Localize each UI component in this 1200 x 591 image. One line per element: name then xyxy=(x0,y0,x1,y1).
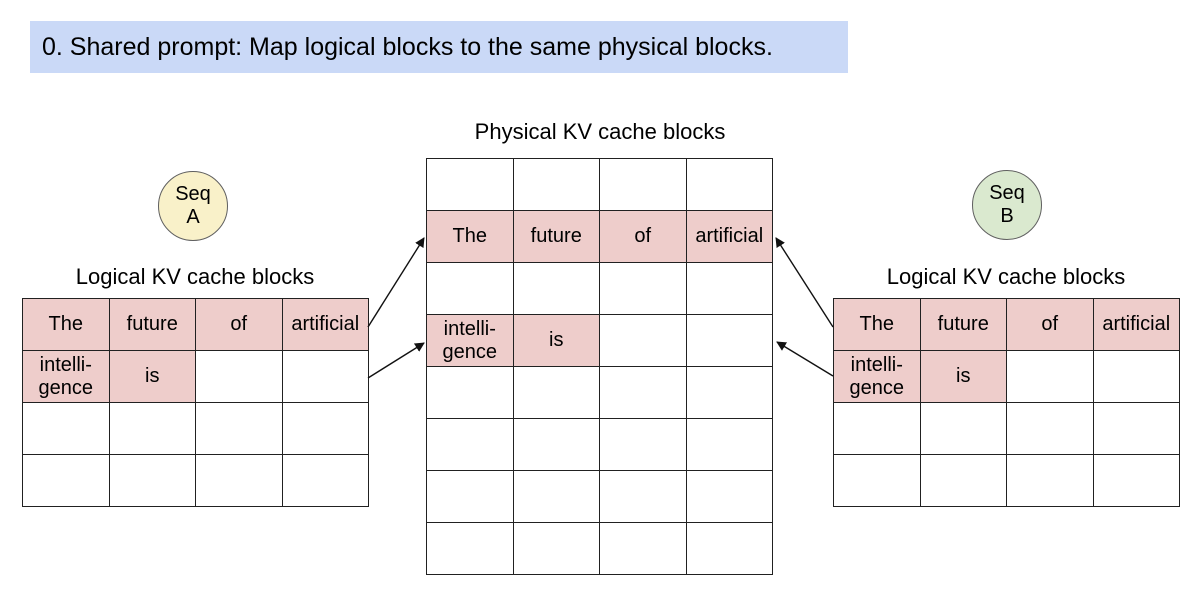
title-banner: 0. Shared prompt: Map logical blocks to … xyxy=(30,21,848,73)
kv-cell-empty xyxy=(512,262,600,315)
kv-block-row xyxy=(426,366,773,419)
kv-cell-empty xyxy=(22,454,110,507)
kv-cell-filled: future xyxy=(108,298,196,351)
kv-cell-filled: intelli- gence xyxy=(426,314,514,367)
kv-block-row xyxy=(426,522,773,575)
kv-cell-empty xyxy=(685,418,773,471)
seq-a-badge: Seq A xyxy=(158,171,228,241)
kv-cell-empty xyxy=(426,418,514,471)
kv-cell-filled: is xyxy=(919,350,1007,403)
kv-cell-filled: of xyxy=(599,210,687,263)
kv-cell-filled: future xyxy=(512,210,600,263)
kv-cell-empty xyxy=(1092,350,1180,403)
kv-cell-empty xyxy=(426,522,514,575)
kv-cell-filled: artificial xyxy=(281,298,369,351)
kv-cell-empty xyxy=(685,522,773,575)
seq-b-badge-label: Seq B xyxy=(989,182,1025,227)
kv-cell-empty xyxy=(195,350,283,403)
kv-cell-filled: The xyxy=(22,298,110,351)
kv-cell-empty xyxy=(599,522,687,575)
kv-cell-empty xyxy=(426,366,514,419)
kv-block-row xyxy=(22,454,369,507)
kv-cell-empty xyxy=(426,262,514,315)
kv-cell-filled: artificial xyxy=(1092,298,1180,351)
kv-cell-empty xyxy=(1092,402,1180,455)
kv-cell-empty xyxy=(108,454,196,507)
arrow-seq-b-block0-to-physical xyxy=(775,237,834,328)
kv-cell-filled: of xyxy=(195,298,283,351)
kv-cell-empty xyxy=(512,366,600,419)
kv-block-row xyxy=(426,418,773,471)
kv-cell-empty xyxy=(599,366,687,419)
kv-cell-empty xyxy=(195,454,283,507)
title-banner-text: 0. Shared prompt: Map logical blocks to … xyxy=(42,32,773,61)
kv-cell-empty xyxy=(426,470,514,523)
kv-cell-empty xyxy=(685,158,773,211)
kv-cell-empty xyxy=(685,262,773,315)
kv-cell-empty xyxy=(685,314,773,367)
kv-cell-filled: of xyxy=(1006,298,1094,351)
kv-cell-empty xyxy=(685,470,773,523)
seq-b-badge: Seq B xyxy=(972,170,1042,240)
kv-block-row xyxy=(833,402,1180,455)
kv-cell-empty xyxy=(195,402,283,455)
kv-cell-filled: artificial xyxy=(685,210,773,263)
arrow-seq-a-block1-to-physical xyxy=(367,342,425,379)
seq-a-badge-label: Seq A xyxy=(175,183,211,228)
kv-cell-filled: intelli- gence xyxy=(22,350,110,403)
kv-cell-empty xyxy=(599,470,687,523)
arrow-seq-b-block1-to-physical xyxy=(776,341,834,377)
kv-block-row xyxy=(426,470,773,523)
kv-cell-empty xyxy=(512,522,600,575)
kv-cell-empty xyxy=(833,402,921,455)
kv-cell-empty xyxy=(919,454,1007,507)
kv-cell-empty xyxy=(512,470,600,523)
kv-cell-empty xyxy=(22,402,110,455)
logical-table-a-label: Logical KV cache blocks xyxy=(75,264,315,289)
kv-cell-empty xyxy=(685,366,773,419)
kv-cell-filled: future xyxy=(919,298,1007,351)
kv-cell-empty xyxy=(599,418,687,471)
kv-cell-empty xyxy=(1006,350,1094,403)
kv-cell-empty xyxy=(1006,402,1094,455)
physical-table-label: Physical KV cache blocks xyxy=(474,119,726,144)
kv-cell-empty xyxy=(512,418,600,471)
kv-cell-filled: The xyxy=(426,210,514,263)
kv-block-row xyxy=(833,454,1180,507)
kv-cell-empty xyxy=(599,314,687,367)
kv-cell-empty xyxy=(512,158,600,211)
kv-cell-filled: The xyxy=(833,298,921,351)
kv-cell-empty xyxy=(1006,454,1094,507)
logical-table-b-label: Logical KV cache blocks xyxy=(886,264,1126,289)
kv-cell-empty xyxy=(426,158,514,211)
arrow-seq-a-block0-to-physical xyxy=(367,237,425,328)
kv-cell-empty xyxy=(919,402,1007,455)
kv-cell-empty xyxy=(281,402,369,455)
kv-cell-empty xyxy=(833,454,921,507)
kv-block-row xyxy=(426,262,773,315)
kv-cell-empty xyxy=(1092,454,1180,507)
kv-cell-empty xyxy=(599,262,687,315)
kv-cell-empty xyxy=(108,402,196,455)
kv-cell-filled: intelli- gence xyxy=(833,350,921,403)
kv-block-row xyxy=(426,158,773,211)
kv-cell-filled: is xyxy=(108,350,196,403)
kv-cell-empty xyxy=(281,454,369,507)
kv-block-row xyxy=(22,402,369,455)
kv-cell-filled: is xyxy=(512,314,600,367)
kv-cell-empty xyxy=(281,350,369,403)
kv-cell-empty xyxy=(599,158,687,211)
